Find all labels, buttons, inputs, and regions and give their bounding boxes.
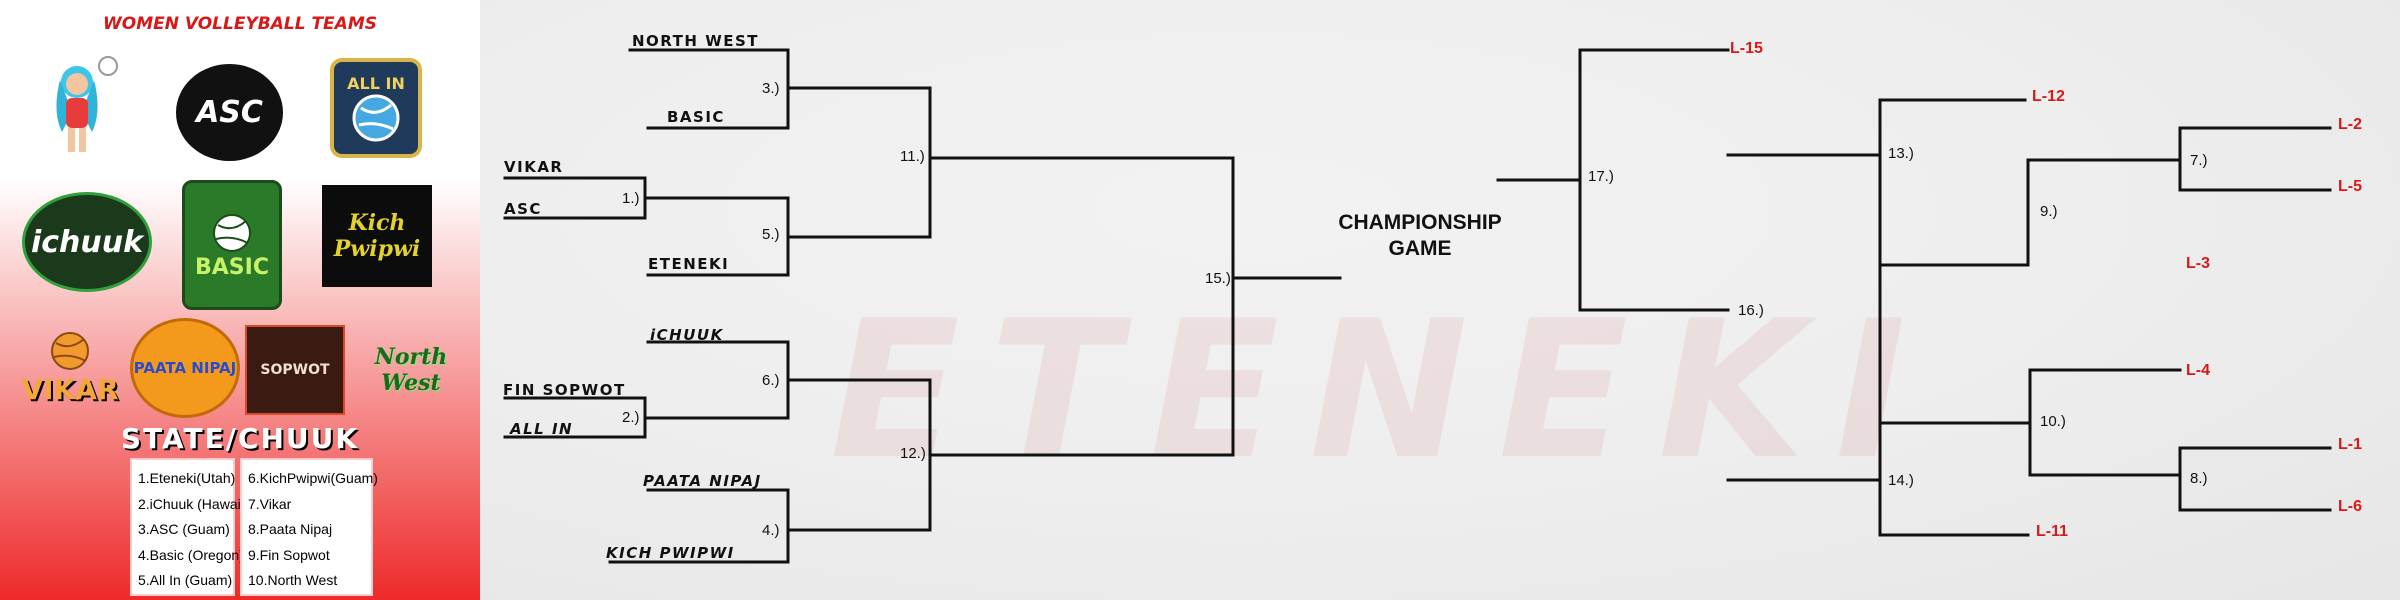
game-label: 15.) <box>1205 270 1231 287</box>
bracket-line <box>2026 158 2182 267</box>
paata-nipaj-logo: PAATA NIPAJ <box>130 318 240 418</box>
loser-label: L-6 <box>2338 498 2362 515</box>
championship-line-1: CHAMPIONSHIP <box>1338 211 1502 234</box>
team-vikar: VIKAR <box>504 158 564 176</box>
seed-list-right: 6.KichPwipwi(Guam) 7.Vikar 8.Paata Nipaj… <box>240 458 378 596</box>
game-label: 17.) <box>1588 168 1614 185</box>
asc-logo-text: ASC <box>196 95 263 130</box>
game-label: 1.) <box>622 190 640 207</box>
game-label: 5.) <box>762 226 780 243</box>
championship-line-2: GAME <box>1388 237 1452 260</box>
bracket-line <box>786 86 932 239</box>
team-eteneki: ETENEKI <box>648 255 730 273</box>
north-west-logo: North West <box>350 322 472 417</box>
game-label: 9.) <box>2040 203 2058 220</box>
game-label: 8.) <box>2190 470 2208 487</box>
championship-game-label: CHAMPIONSHIP GAME <box>1320 210 1520 262</box>
seed-item: 6.KichPwipwi(Guam) <box>248 470 378 486</box>
sopwot-logo-text: SOPWOT <box>260 362 330 378</box>
loser-label: L-11 <box>2036 523 2069 540</box>
loser-label: L-5 <box>2338 178 2362 195</box>
volleyball-icon <box>213 213 251 252</box>
team-paata-nipaj: PAATA NIPAJ <box>643 472 762 490</box>
team-kich-pwipwi: KICH PWIPWI <box>606 544 735 562</box>
asc-logo: ASC <box>172 60 287 165</box>
bracket-background <box>480 0 2400 600</box>
game-label: 7.) <box>2190 152 2208 169</box>
team-basic: BASIC <box>667 108 725 126</box>
loser-label: L-2 <box>2338 116 2362 133</box>
game-label: 3.) <box>762 80 780 97</box>
seed-list-left: 1.Eteneki(Utah) 2.iChuuk (Hawaii) 3.ASC … <box>130 458 249 596</box>
kich-pwipwi-logo-text: Kich Pwipwi <box>333 210 421 262</box>
bracket-line <box>2178 446 2332 512</box>
basic-logo-text: BASIC <box>195 254 269 280</box>
bracket-line <box>1878 98 2030 267</box>
game-label: 4.) <box>762 522 780 539</box>
loser-label: L-3 <box>2186 255 2210 272</box>
state-title: STATE/CHUUK <box>120 422 360 455</box>
bracket-line <box>928 156 1342 457</box>
team-all-in: ALL IN <box>510 420 574 438</box>
game-label: 11.) <box>900 148 925 165</box>
loser-label: L-4 <box>2186 362 2210 379</box>
volleyball-player-icon <box>56 56 118 152</box>
seed-item: 5.All In (Guam) <box>138 572 233 588</box>
bracket-line <box>1878 421 2032 537</box>
volleyball-icon <box>51 331 89 370</box>
loser-label: L-12 <box>2032 88 2065 105</box>
game-label: 16.) <box>1738 302 1764 319</box>
player-mascot-logo <box>22 52 132 162</box>
game-label: 2.) <box>622 409 640 426</box>
team-north-west: NORTH WEST <box>632 32 760 50</box>
panel-title: WOMEN VOLLEYBALL TEAMS <box>102 14 377 34</box>
game-label: 10.) <box>2040 413 2066 430</box>
volleyball-icon <box>352 94 400 141</box>
bracket-line <box>1726 153 1882 482</box>
eteneki-watermark: ETENEKI <box>830 280 1936 501</box>
seed-item: 9.Fin Sopwot <box>248 546 330 563</box>
bracket-line <box>2028 368 2182 477</box>
seed-item: 2.iChuuk (Hawaii) <box>138 495 249 512</box>
loser-label: L-1 <box>2338 436 2362 453</box>
game-label: 6.) <box>762 372 780 389</box>
sopwot-logo: SOPWOT <box>245 325 345 415</box>
seed-item: 10.North West <box>248 572 338 588</box>
vikar-logo: VIKAR <box>14 312 126 422</box>
all-in-logo: ALL IN <box>330 58 422 158</box>
paata-nipaj-logo-text: PAATA NIPAJ <box>133 359 237 377</box>
basic-logo: BASIC <box>182 180 282 310</box>
loser-label: L-15 <box>1730 40 1763 57</box>
seed-item: 4.Basic (Oregon) <box>138 546 244 563</box>
seed-item: 3.ASC (Guam) <box>138 521 230 537</box>
seed-item: 1.Eteneki(Utah) <box>138 470 236 486</box>
teams-panel: WOMEN VOLLEYBALL TEAMS ASC ALL IN ichuuk <box>0 0 480 600</box>
game-label: 14.) <box>1888 472 1914 489</box>
kich-pwipwi-logo: Kich Pwipwi <box>322 185 432 287</box>
north-west-logo-text: North West <box>374 343 448 396</box>
bracket-line <box>608 488 790 564</box>
seed-item: 7.Vikar <box>248 495 292 512</box>
game-label: 13.) <box>1888 145 1914 162</box>
seed-item: 8.Paata Nipaj <box>248 521 333 537</box>
ichuuk-logo: ichuuk <box>22 192 152 292</box>
all-in-logo-text: ALL IN <box>347 73 405 93</box>
ichuuk-logo-text: ichuuk <box>30 224 144 260</box>
game-label: 12.) <box>900 445 926 462</box>
team-ichuuk: iCHUUK <box>650 326 724 344</box>
team-asc: ASC <box>504 200 542 218</box>
vikar-logo-text: VIKAR <box>21 372 119 406</box>
team-fin-sopwot: FIN SOPWOT <box>503 381 626 399</box>
bracket-line <box>2178 126 2332 192</box>
bracket-line <box>1496 48 1730 312</box>
